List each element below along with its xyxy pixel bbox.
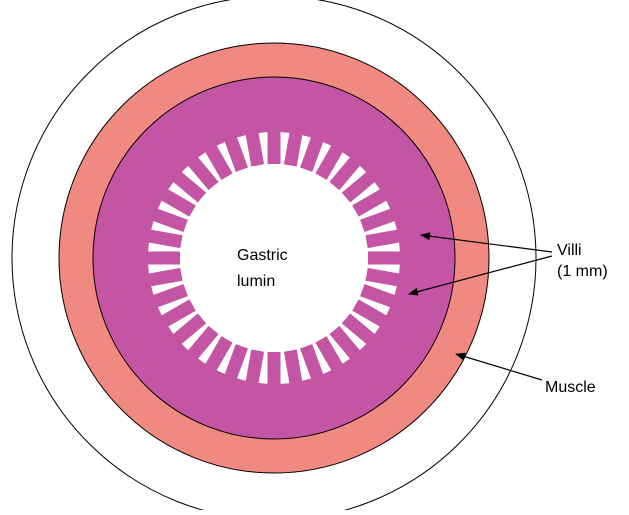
lumen-label-line2: lumin <box>237 273 275 290</box>
villus <box>268 352 281 386</box>
villus <box>368 252 402 265</box>
villus <box>268 130 281 164</box>
muscle-label: Muscle <box>545 379 596 396</box>
villi-label-line1: Villi <box>557 242 582 259</box>
villus <box>146 252 180 265</box>
villi-label-line2: (1 mm) <box>557 263 608 280</box>
lumen-label-line1: Gastric <box>237 247 288 264</box>
